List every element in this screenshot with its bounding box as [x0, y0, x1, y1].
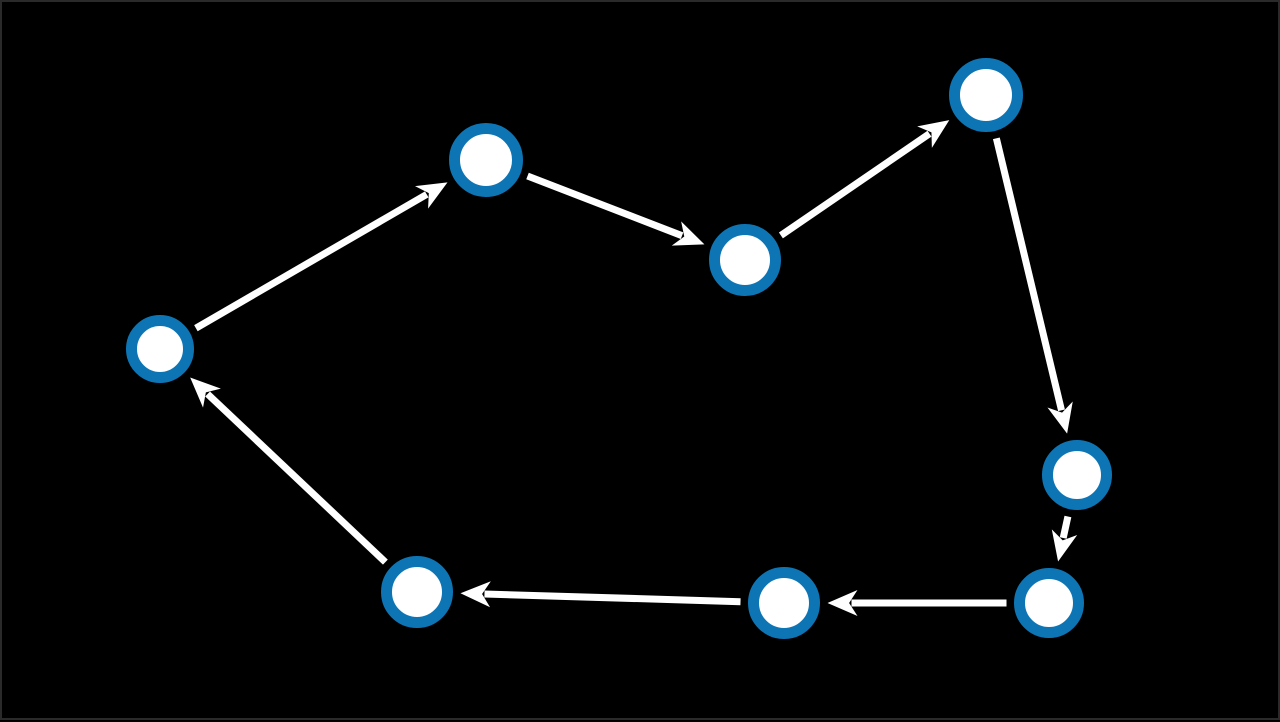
graph-node-n8[interactable] — [381, 556, 453, 628]
graph-node-n5[interactable] — [1042, 440, 1112, 510]
node-circle-n4[interactable] — [949, 58, 1023, 132]
graph-edge-n5-to-n6 — [1059, 515, 1072, 539]
graph-edge-n4-to-n5 — [992, 137, 1065, 412]
node-circle-n5[interactable] — [1042, 440, 1112, 510]
graph-node-n1[interactable] — [126, 315, 194, 383]
arrowhead-n8-to-n1 — [190, 377, 221, 408]
graph-node-n7[interactable] — [748, 567, 820, 639]
arrowhead-n3-to-n4 — [917, 120, 950, 148]
node-circle-n8[interactable] — [381, 556, 453, 628]
graph-node-n2[interactable] — [449, 123, 523, 197]
graph-edge-n7-to-n8 — [484, 590, 741, 606]
graph-edge-n1-to-n2 — [194, 191, 429, 332]
nodes-layer — [126, 58, 1112, 639]
node-circle-n2[interactable] — [449, 123, 523, 197]
graph-node-n6[interactable] — [1014, 568, 1084, 638]
graph-edge-n3-to-n4 — [778, 130, 932, 239]
node-circle-n3[interactable] — [709, 224, 781, 296]
arrowhead-n5-to-n6 — [1051, 529, 1078, 562]
node-circle-n7[interactable] — [748, 567, 820, 639]
node-circle-n6[interactable] — [1014, 568, 1084, 638]
arrowhead-n4-to-n5 — [1047, 401, 1073, 434]
graph-edge-n2-to-n3 — [526, 172, 684, 239]
arrowhead-n1-to-n2 — [415, 182, 448, 209]
arrowhead-n6-to-n7 — [827, 590, 858, 616]
edges-layer — [190, 120, 1078, 616]
arrowhead-n7-to-n8 — [460, 581, 491, 608]
arrowhead-n2-to-n3 — [671, 221, 705, 246]
graph-node-n4[interactable] — [949, 58, 1023, 132]
graph-edge-n8-to-n1 — [205, 391, 388, 565]
node-circle-n1[interactable] — [126, 315, 194, 383]
graph-node-n3[interactable] — [709, 224, 781, 296]
